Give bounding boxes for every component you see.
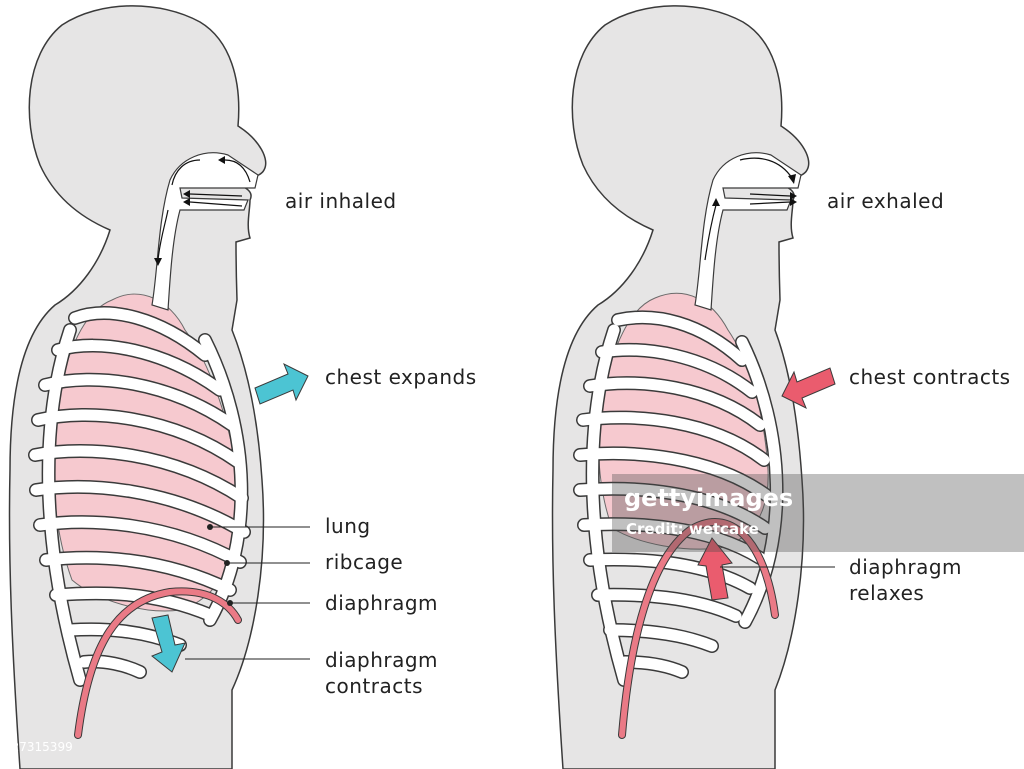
diaphragm-contracted <box>74 587 242 739</box>
label-diaphragm-contracts-line2: contracts <box>325 674 423 698</box>
label-diaphragm-relaxes-line2: relaxes <box>849 581 924 605</box>
chest-expand-arrow <box>254 362 309 405</box>
ribcage-pointer-dot <box>224 560 230 566</box>
label-diaphragm: diaphragm <box>325 591 438 615</box>
lung-pointer-dot <box>207 524 213 530</box>
label-diaphragm-contracts-line1: diaphragm <box>325 648 438 672</box>
ribcage <box>573 310 784 687</box>
inhale-figure: air inhaled chest expands lung ribcage d… <box>8 5 477 769</box>
label-lung: lung <box>325 514 371 538</box>
diaphragm-up-arrow <box>697 537 733 601</box>
label-diaphragm-relaxes-line1: diaphragm <box>849 555 962 579</box>
watermark-band <box>612 474 1024 552</box>
diaphragm-pointer-dot <box>227 600 233 606</box>
airway <box>694 152 802 311</box>
watermark-credit: Credit: wetcake <box>626 520 759 538</box>
stock-watermark: gettyimages Credit: wetcake <box>612 474 1024 552</box>
ribcage <box>28 306 251 687</box>
stock-image-id: 527315399 <box>4 740 73 754</box>
inhale-airflow-arrows <box>157 159 251 261</box>
exhale-figure: air exhaled chest contracts diaphragm re… <box>551 5 1011 769</box>
label-air-inhaled: air inhaled <box>285 189 397 213</box>
airway <box>151 152 259 311</box>
leader-lines-left <box>185 526 310 660</box>
watermark-brand: gettyimages <box>624 484 793 512</box>
label-ribcage: ribcage <box>325 550 403 574</box>
diaphragm-relaxed <box>618 518 779 739</box>
diaphragm-down-arrow <box>151 614 186 673</box>
label-chest-expands: chest expands <box>325 365 477 389</box>
exhale-airflow-arrows <box>704 157 793 261</box>
label-chest-contracts: chest contracts <box>849 365 1011 389</box>
label-air-exhaled: air exhaled <box>827 189 944 213</box>
chest-contract-arrow <box>781 367 836 410</box>
